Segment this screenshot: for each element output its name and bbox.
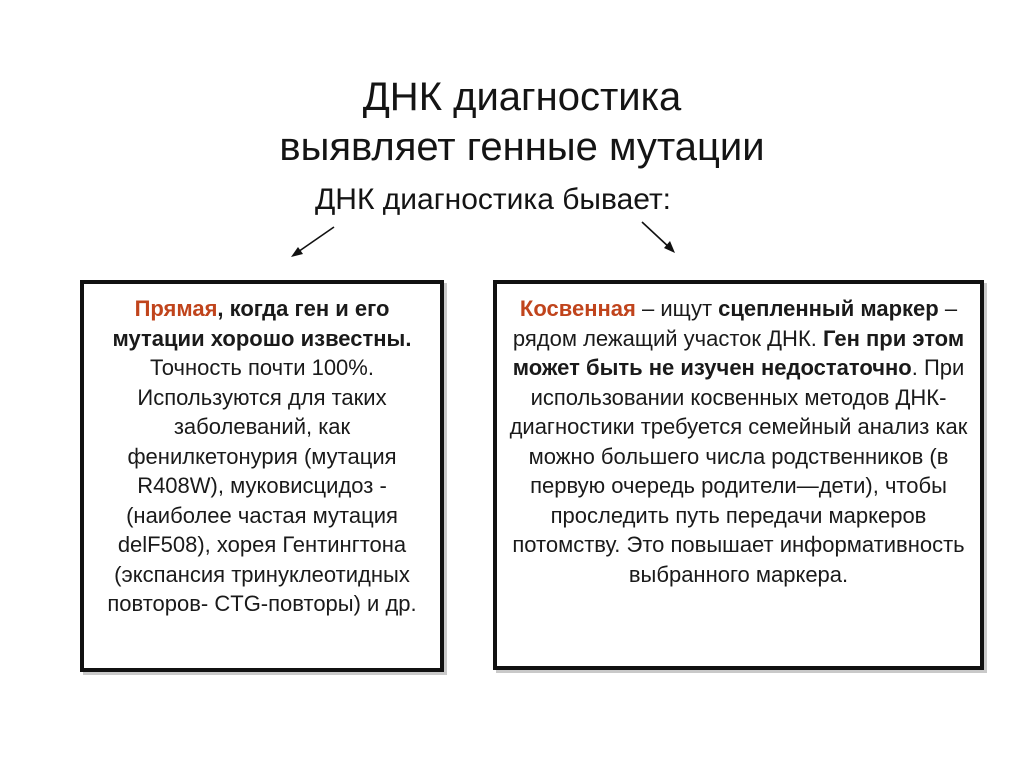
direct-term: Прямая — [134, 296, 218, 321]
indirect-bold-1: сцепленный маркер — [718, 296, 939, 321]
indirect-term: Косвенная — [519, 296, 636, 321]
indirect-bold-2: Ген при этом может быть не изучен недост… — [512, 325, 965, 381]
title-line-1: ДНК диагностика — [362, 75, 682, 119]
slide-title: ДНК диагностика выявляет генные мутации — [0, 72, 1024, 172]
title-line-2: выявляет генные мутации — [279, 125, 765, 169]
indirect-text-2: – рядом лежащий участок ДНК. — [512, 296, 958, 351]
arrow-right-icon — [641, 221, 675, 253]
indirect-diagnostics-box: Косвенная – ищут сцепленный маркер – ряд… — [493, 280, 984, 670]
indirect-text-1: – ищут — [635, 296, 719, 321]
direct-diagnostics-box: Прямая, когда ген и его мутации хорошо и… — [80, 280, 444, 672]
arrow-left-icon — [291, 226, 335, 257]
indirect-text-3: . При использовании косвенных методов ДН… — [509, 355, 968, 587]
direct-description: Точность почти 100%. Используются для та… — [107, 355, 417, 616]
subtitle: ДНК диагностика бывает: — [314, 183, 672, 216]
direct-bold-text: , когда ген и его мутации хорошо известн… — [112, 296, 412, 351]
